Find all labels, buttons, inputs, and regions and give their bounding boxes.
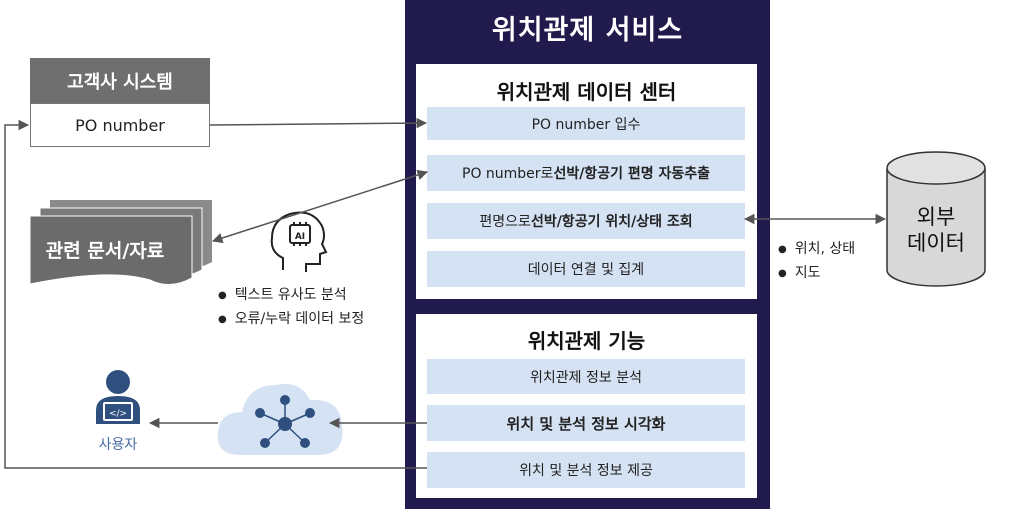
item-auto-extract-bold: 선박/항공기 편명 자동추출 [553, 166, 710, 182]
arrow-po-to-center [209, 117, 428, 129]
network-cloud-icon [217, 384, 343, 455]
docs-bullets: 텍스트 유사도 분석 오류/누락 데이터 보정 [218, 284, 365, 332]
arrow-provide-client [4, 119, 427, 469]
docs-label: 관련 문서/자료 [45, 240, 165, 262]
item-auto-extract-prefix: PO number로 [462, 166, 554, 182]
database-cylinder-icon [886, 151, 986, 287]
item-visualize: 위치 및 분석 정보 시각화 [427, 405, 745, 441]
item-po-input: PO number 입수 [427, 107, 745, 140]
external-data-label: 외부 데이터 [886, 204, 986, 256]
docs-bullet-item: 텍스트 유사도 분석 [218, 284, 364, 308]
item-analysis-label: 위치관제 정보 분석 [530, 369, 642, 386]
item-data-link: 데이터 연결 및 집계 [427, 251, 745, 287]
arrow-extract-docs [212, 169, 428, 244]
item-po-input-label: PO number 입수 [531, 116, 641, 133]
documents-icon [29, 200, 212, 285]
item-visualize-label: 위치 및 분석 정보 시각화 [506, 414, 666, 433]
docs-bullet-item: 오류/누락 데이터 보정 [218, 308, 365, 332]
external-line1: 외부 [916, 205, 956, 229]
external-line2: 데이터 [907, 231, 965, 255]
item-provide-label: 위치 및 분석 정보 제공 [519, 463, 653, 479]
functions-title: 위치관제 기능 [527, 329, 646, 353]
item-data-link-label: 데이터 연결 및 집계 [527, 262, 645, 278]
item-provide: 위치 및 분석 정보 제공 [427, 452, 745, 488]
external-bullet-item: 위치, 상태 [778, 238, 855, 262]
service-title: 위치관제 서비스 [491, 15, 684, 46]
svg-text:AI: AI [295, 232, 305, 242]
item-analysis: 위치관제 정보 분석 [427, 359, 745, 394]
user-label: 사용자 [98, 437, 138, 453]
external-bullets: 위치, 상태 지도 [778, 238, 855, 286]
svg-text:</>: </> [109, 409, 127, 419]
client-po-field: PO number [30, 103, 210, 147]
item-auto-extract: PO number로 선박/항공기 편명 자동추출 [427, 155, 745, 191]
item-position-inquiry-bold: 선박/항공기 위치/상태 조회 [530, 214, 693, 230]
client-system-header: 고객사 시스템 [30, 58, 210, 103]
data-center-title: 위치관제 데이터 센터 [496, 80, 677, 104]
ai-head-icon: AI [270, 211, 328, 272]
developer-user-icon: </> [96, 370, 140, 424]
item-position-inquiry-prefix: 편명으로 [479, 214, 531, 230]
item-position-inquiry: 편명으로 선박/항공기 위치/상태 조회 [427, 203, 745, 239]
external-bullet-item: 지도 [778, 262, 855, 286]
